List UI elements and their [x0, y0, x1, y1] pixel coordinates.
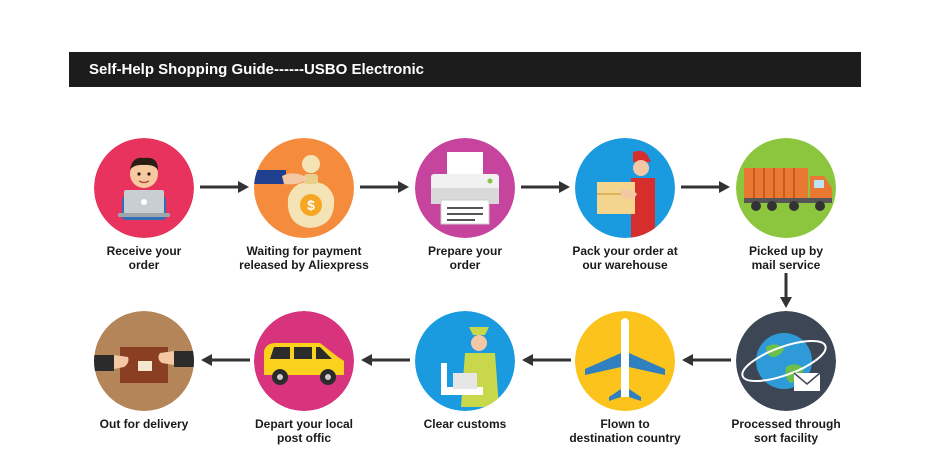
arrow-left-icon: [521, 353, 571, 367]
step-label: Out for delivery: [99, 417, 189, 431]
svg-text:$: $: [307, 197, 315, 213]
van-icon: [254, 311, 354, 411]
money-bag-icon: $: [254, 138, 354, 238]
truck-icon: [736, 138, 836, 238]
printer-icon: [415, 138, 515, 238]
customs-officer-icon: [415, 311, 515, 411]
arrow-right-icon: [200, 180, 250, 194]
arrow-right-icon: [360, 180, 410, 194]
arrow-right-icon: [521, 180, 571, 194]
step-label: Clear customs: [423, 417, 507, 431]
laptop-person-icon: [94, 138, 194, 238]
delivery-worker-icon: [575, 138, 675, 238]
arrow-down-icon: [779, 273, 793, 309]
airplane-icon: [575, 311, 675, 411]
page-title: Self-Help Shopping Guide------USBO Elect…: [89, 61, 424, 78]
package-handoff-icon: [94, 311, 194, 411]
arrow-left-icon: [681, 353, 731, 367]
title-banner: Self-Help Shopping Guide------USBO Elect…: [69, 52, 861, 87]
arrow-right-icon: [681, 180, 731, 194]
arrow-left-icon: [360, 353, 410, 367]
arrow-left-icon: [200, 353, 250, 367]
globe-mail-icon: [736, 311, 836, 411]
